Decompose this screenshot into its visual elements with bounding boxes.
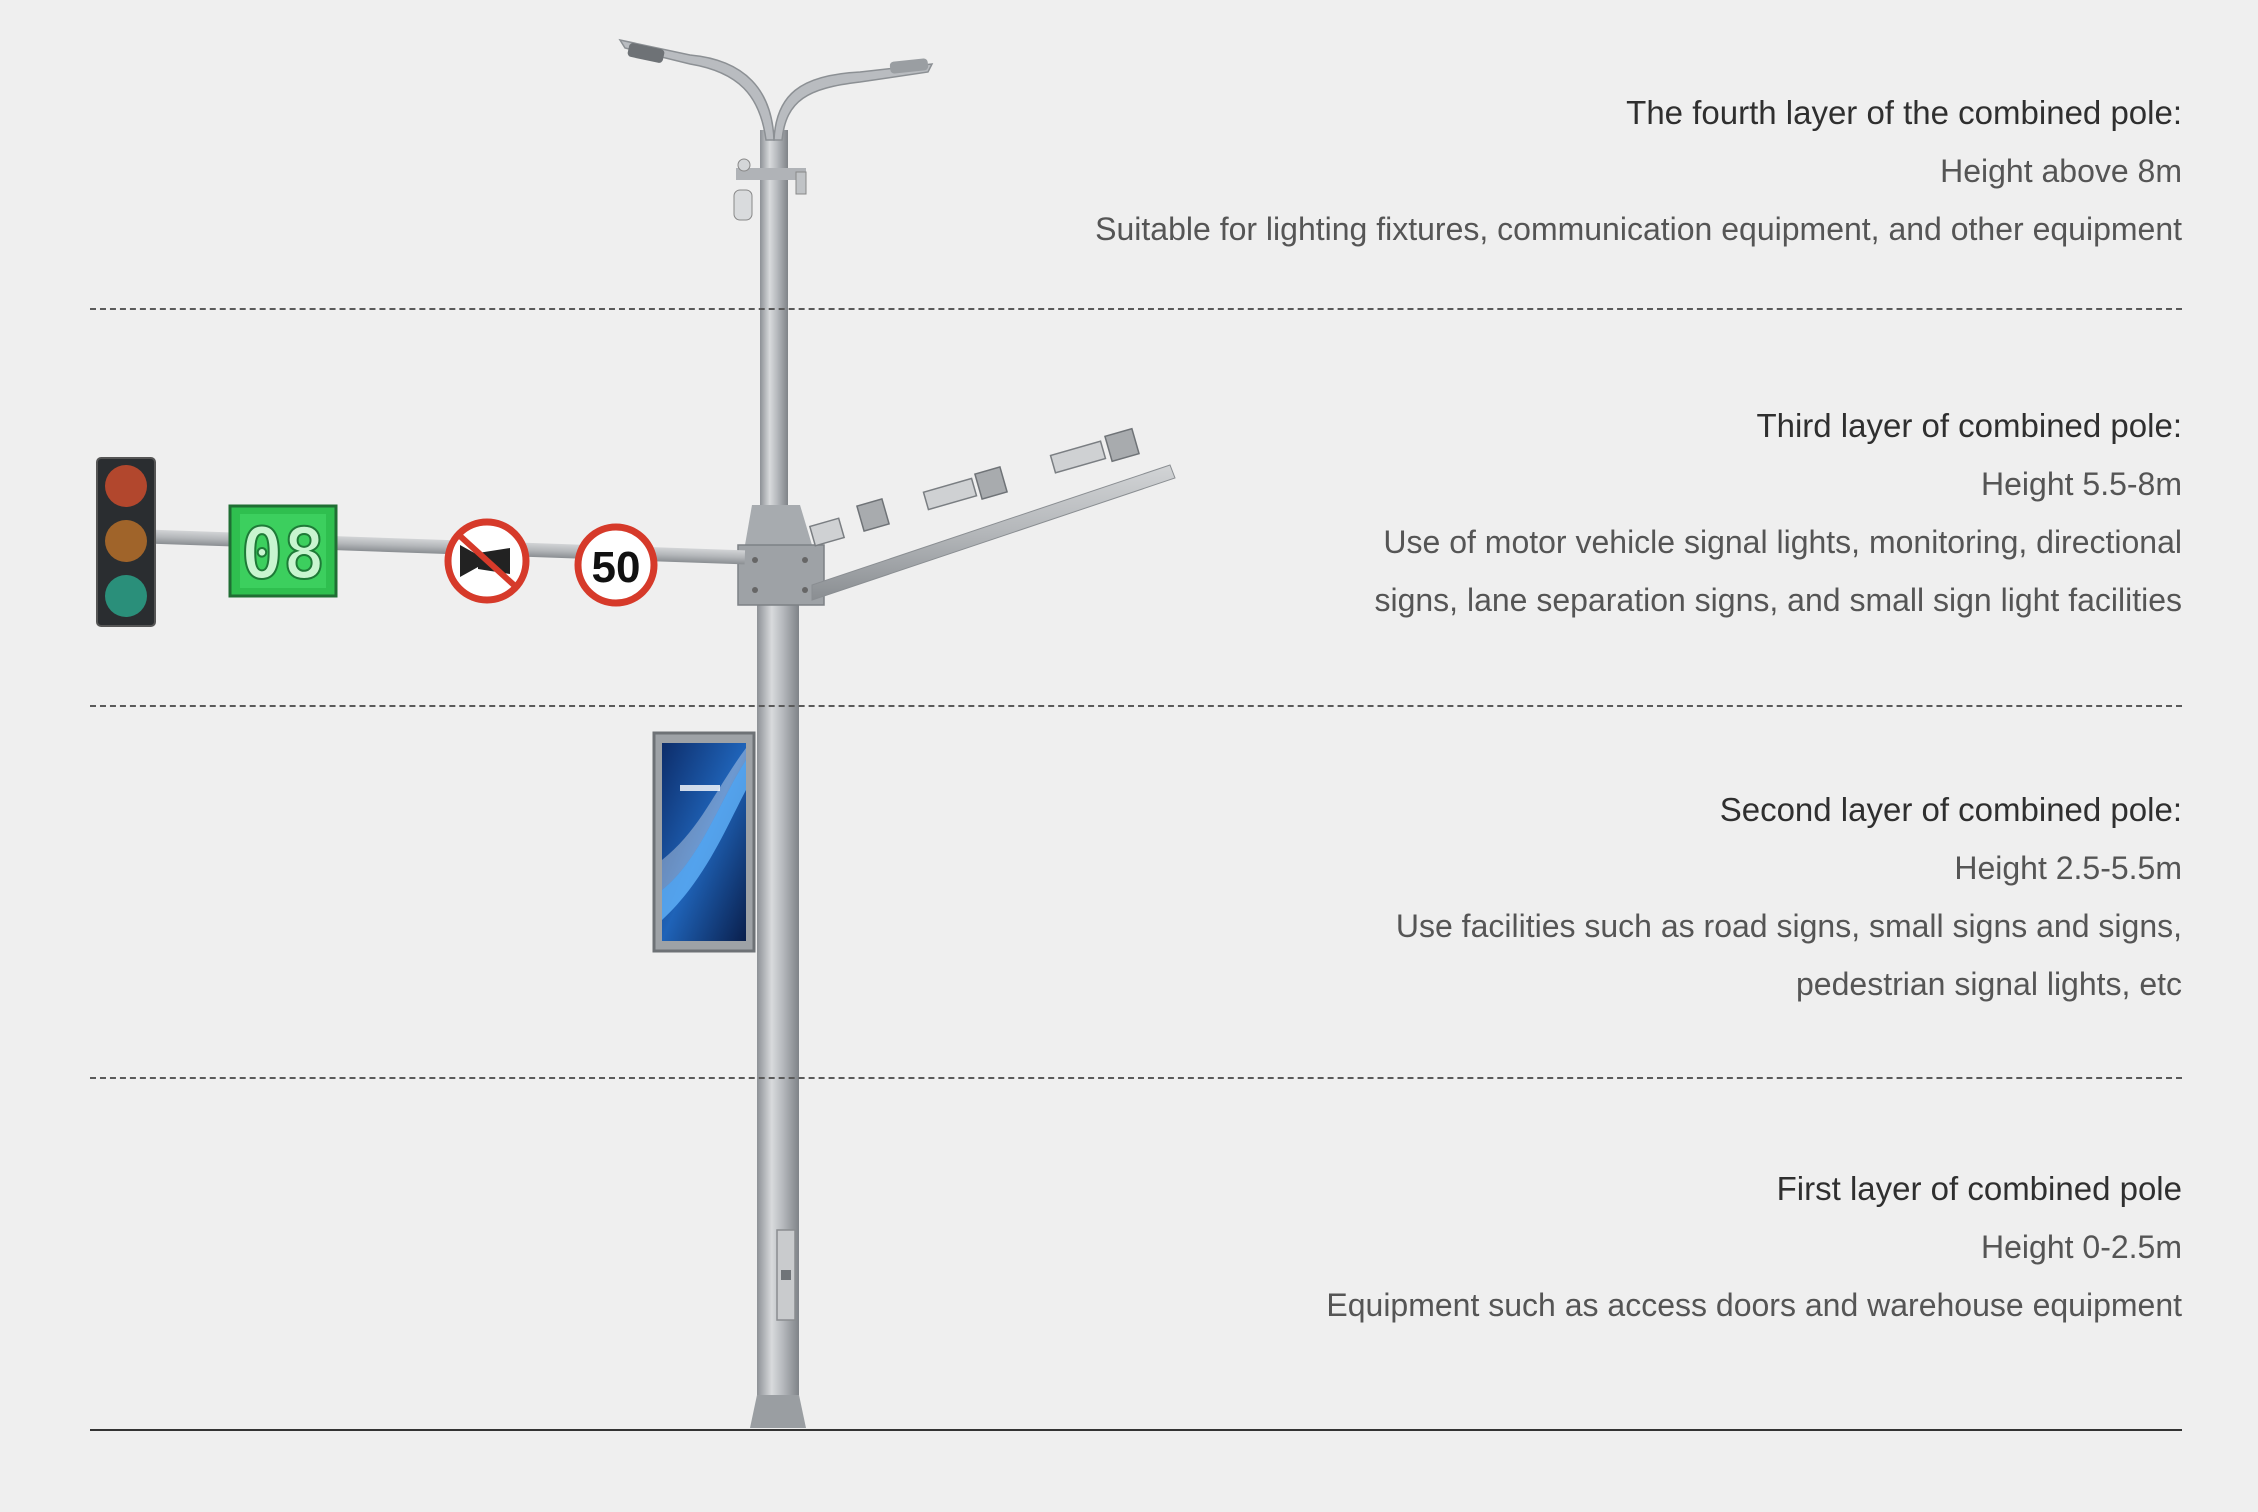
ground-line <box>90 1429 2182 1431</box>
signal-green-lamp <box>105 575 147 617</box>
countdown-timer: 08 <box>228 504 338 598</box>
layer-description: Suitable for lighting fixtures, communic… <box>1095 211 2182 247</box>
layer-third: Third layer of combined pole: Height 5.5… <box>882 397 2182 629</box>
signal-amber-lamp <box>105 520 147 562</box>
camera-bracket <box>736 168 806 180</box>
no-honking-sign <box>444 518 530 604</box>
layer-title: Third layer of combined pole: <box>1756 407 2182 444</box>
junction-block <box>737 505 825 606</box>
layer-description: Equipment such as access doors and wareh… <box>1326 1287 2182 1323</box>
camera-2 <box>922 465 1009 511</box>
layer-height: Height 0-2.5m <box>1981 1229 2182 1265</box>
led-display-panel <box>652 731 756 953</box>
layer-divider-3-2 <box>90 705 2182 707</box>
layer-height: Height 5.5-8m <box>1981 466 2182 502</box>
layer-fourth: The fourth layer of the combined pole: H… <box>882 84 2182 258</box>
traffic-signal-light <box>96 457 156 627</box>
layer-description: Use of motor vehicle signal lights, moni… <box>1383 524 2182 560</box>
layer-description: Use facilities such as road signs, small… <box>1395 908 2182 944</box>
layer-second: Second layer of combined pole: Height 2.… <box>882 781 2182 1013</box>
signal-red-lamp <box>105 465 147 507</box>
lamp-head-right <box>889 58 929 74</box>
layer-title: The fourth layer of the combined pole: <box>1626 94 2182 131</box>
speed-limit-value: 50 <box>592 543 641 592</box>
lamp-head-left <box>627 43 665 63</box>
monitoring-cameras <box>808 427 1140 547</box>
lamp-arm-right <box>773 63 934 141</box>
right-cross-arm <box>811 464 1176 601</box>
lamp-arms <box>618 38 934 141</box>
layer-description: pedestrian signal lights, etc <box>1796 966 2182 1002</box>
countdown-digits: 08 <box>241 513 325 595</box>
speed-limit-sign: 50 <box>574 523 658 607</box>
door-lock <box>781 1270 791 1280</box>
layer-height: Height 2.5-5.5m <box>1954 850 2182 886</box>
layer-divider-2-1 <box>90 1077 2182 1079</box>
main-pole <box>750 130 806 1428</box>
layer-title: First layer of combined pole <box>1776 1170 2182 1207</box>
camera-1 <box>808 497 891 547</box>
layer-description: signs, lane separation signs, and small … <box>1374 582 2182 618</box>
layer-first: First layer of combined pole Height 0-2.… <box>882 1160 2182 1334</box>
camera-3 <box>1049 427 1140 474</box>
pole-base <box>750 1395 806 1428</box>
layer-divider-4-3 <box>90 308 2182 310</box>
top-camera <box>733 158 807 221</box>
layer-height: Height above 8m <box>1940 153 2182 189</box>
layer-title: Second layer of combined pole: <box>1719 791 2182 828</box>
